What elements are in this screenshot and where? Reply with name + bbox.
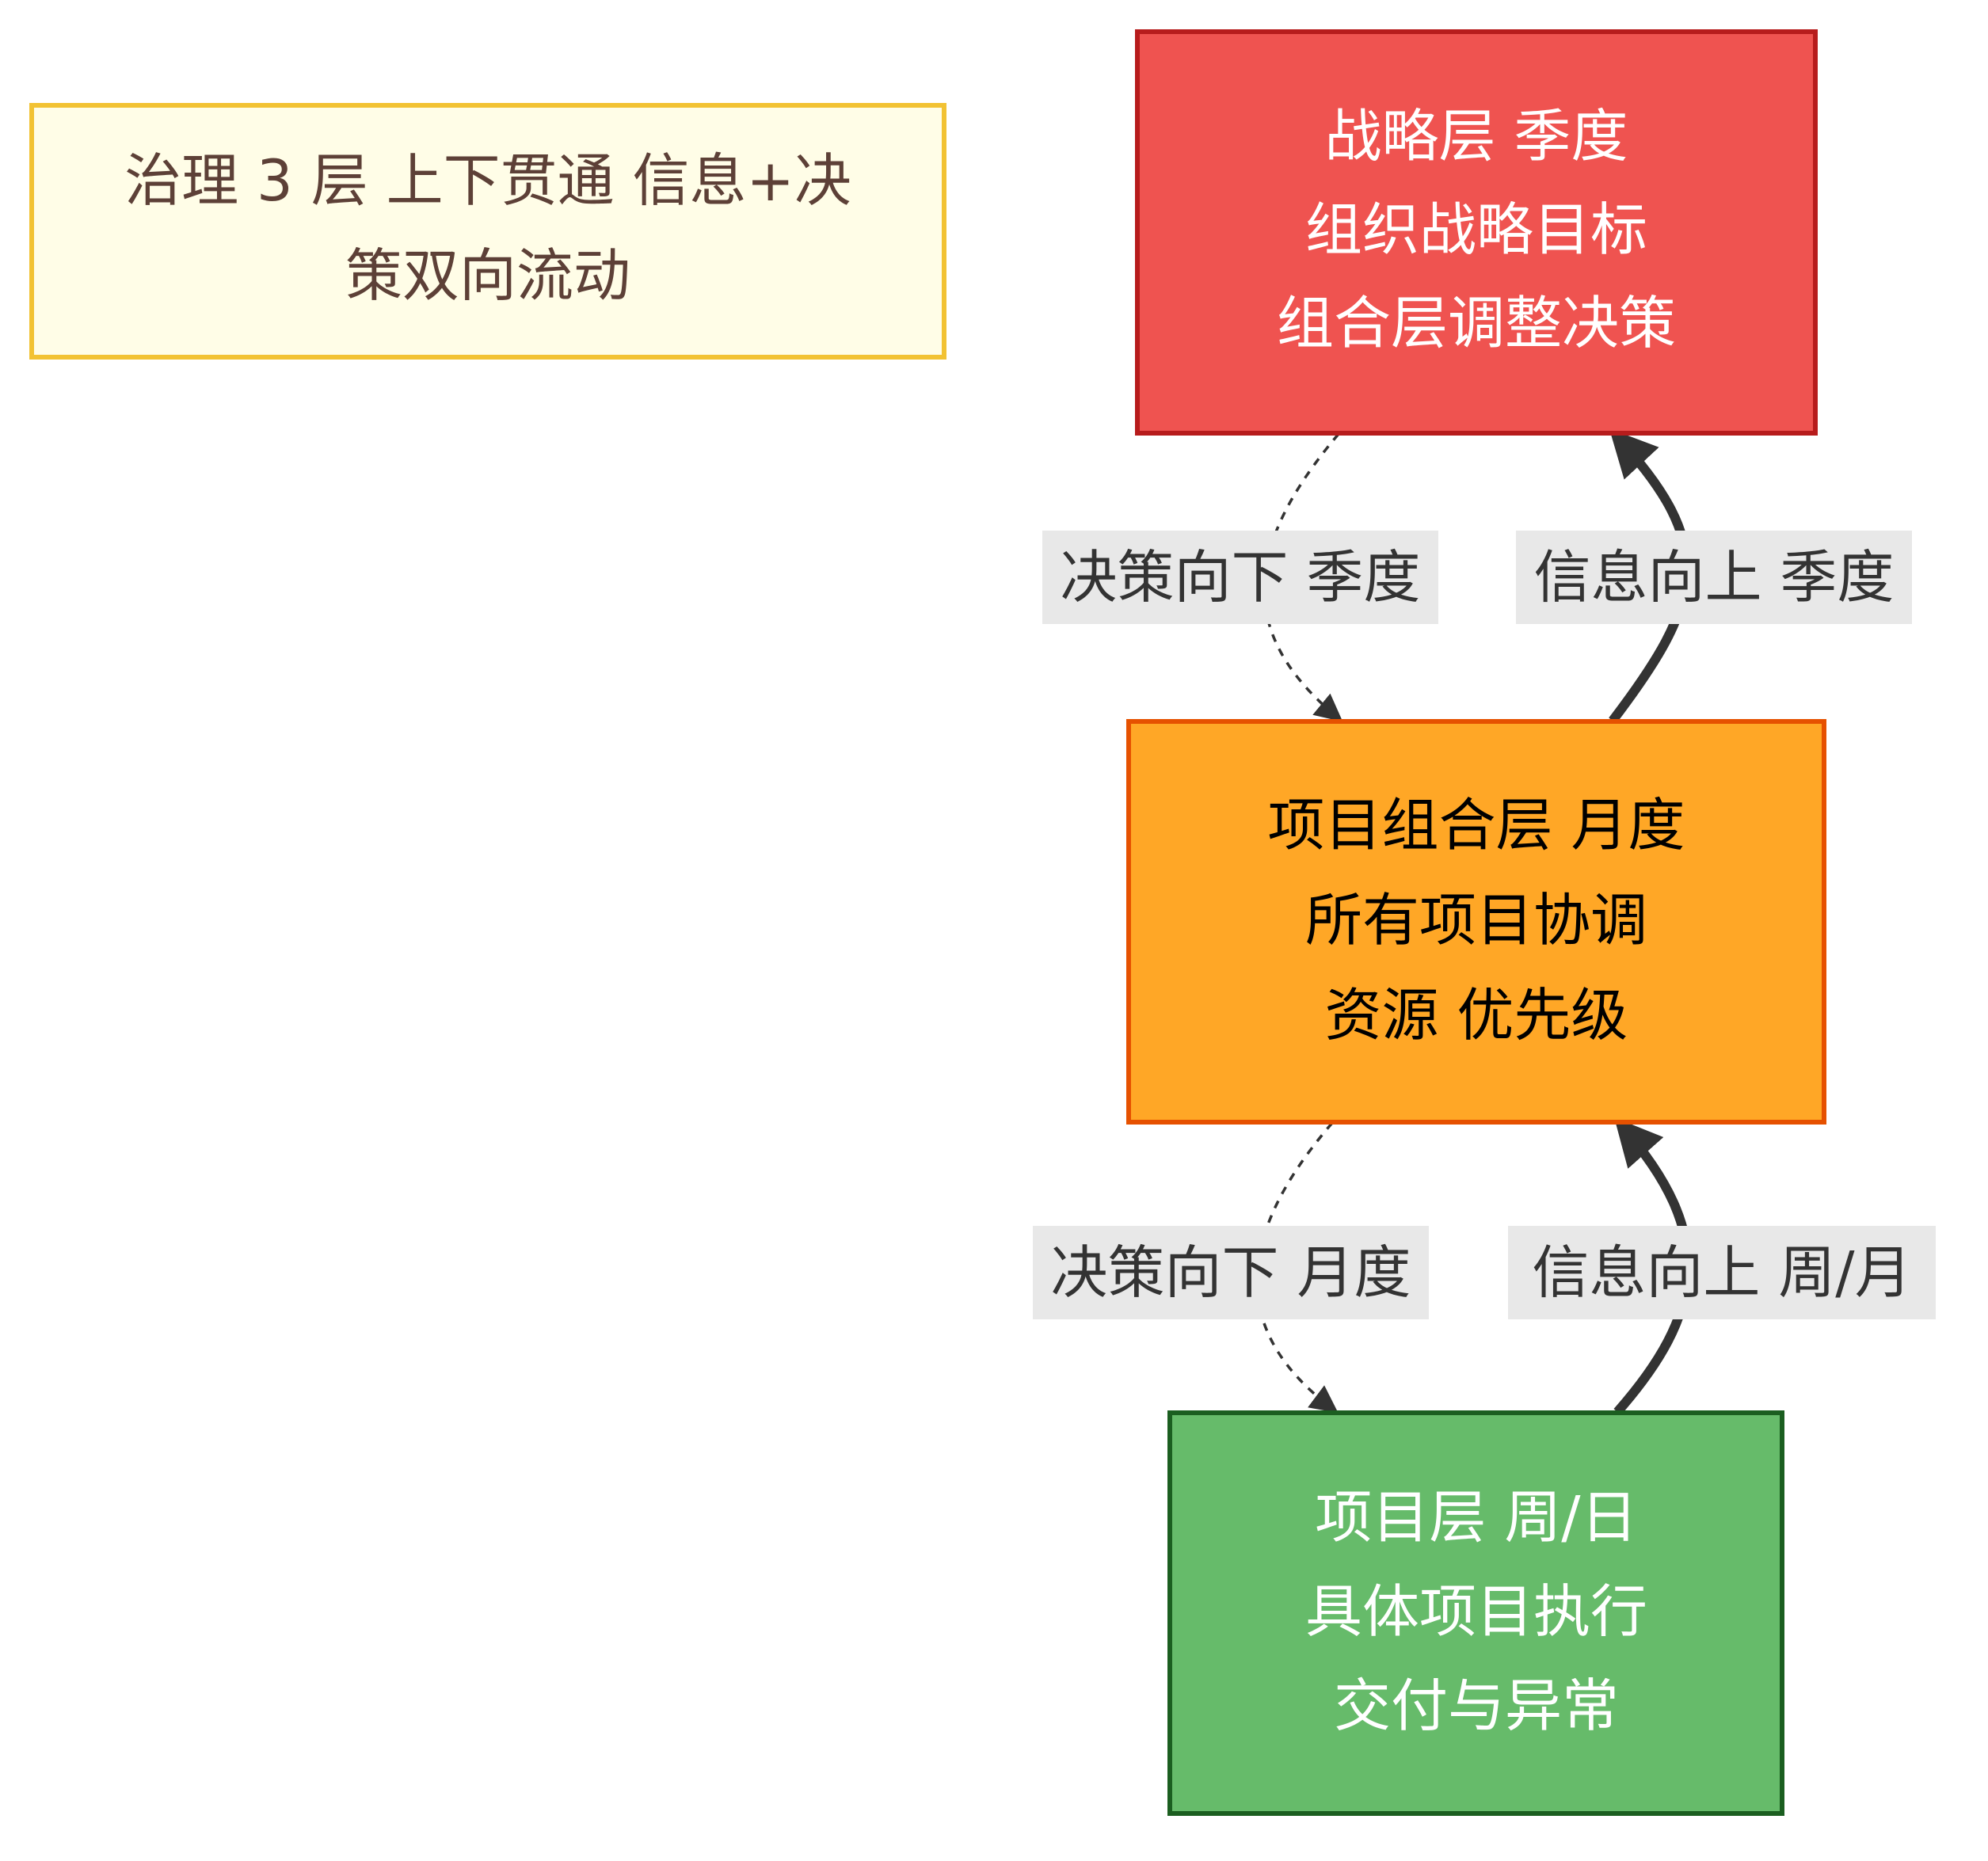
strategy-line-2: 组织战略目标 — [1305, 196, 1647, 263]
portfolio-line-2: 所有项目协调 — [1305, 887, 1647, 953]
node-portfolio-layer: 项目组合层 月度 所有项目协调 资源 优先级 — [1126, 719, 1826, 1125]
strategy-line-1: 战略层 季度 — [1325, 103, 1628, 169]
node-project-layer: 项目层 周/日 具体项目执行 交付与异常 — [1167, 1410, 1784, 1816]
edge-label-decision-down-quarter: 决策向下 季度 — [1042, 531, 1438, 624]
project-line-2: 具体项目执行 — [1305, 1578, 1647, 1645]
note-line-2: 策双向流动 — [345, 242, 630, 309]
svg-text:信息向上 季度: 信息向上 季度 — [1534, 544, 1895, 611]
project-line-3: 交付与异常 — [1334, 1673, 1619, 1739]
strategy-line-3: 组合层调整决策 — [1277, 290, 1676, 356]
svg-text:信息向上 周/月: 信息向上 周/月 — [1532, 1239, 1911, 1306]
edge-label-info-up-week-month: 信息向上 周/月 — [1508, 1226, 1936, 1319]
project-line-1: 项目层 周/日 — [1315, 1484, 1637, 1551]
node-strategy-layer: 战略层 季度 组织战略目标 组合层调整决策 — [1135, 29, 1818, 436]
note-box: 治理 3 层 上下贯通 信息+决 策双向流动 — [29, 103, 946, 360]
portfolio-line-1: 项目组合层 月度 — [1268, 792, 1685, 858]
svg-text:决策向下 月度: 决策向下 月度 — [1051, 1239, 1411, 1306]
edge-label-info-up-quarter: 信息向上 季度 — [1516, 531, 1912, 624]
edge-labels: 决策向下 季度 信息向上 季度 决策向下 月度 信息向上 周/月 — [1033, 531, 1936, 1319]
note-line-1: 治理 3 层 上下贯通 信息+决 — [124, 147, 851, 214]
edge-label-decision-down-month: 决策向下 月度 — [1033, 1226, 1429, 1319]
portfolio-line-3: 资源 优先级 — [1325, 982, 1628, 1048]
svg-text:决策向下 季度: 决策向下 季度 — [1061, 544, 1421, 611]
